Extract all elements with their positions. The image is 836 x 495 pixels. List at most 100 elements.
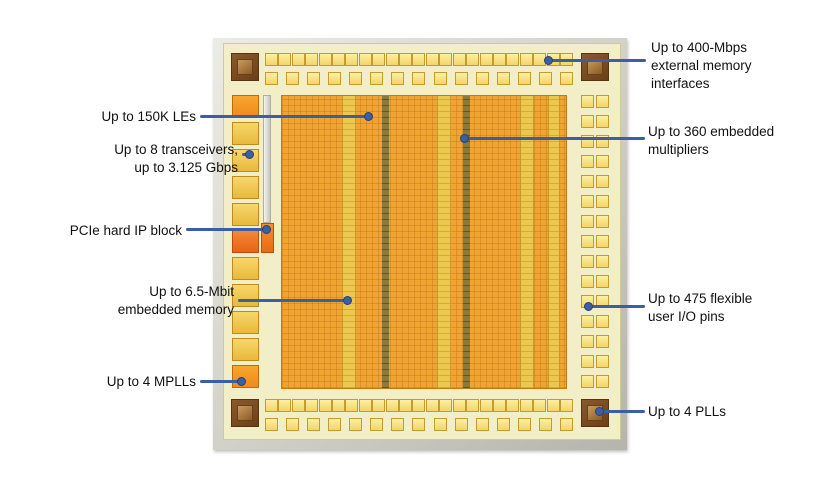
io-pad: [475, 418, 489, 431]
io-pad: [452, 53, 466, 66]
io-pad: [596, 215, 609, 228]
io-pad: [466, 53, 480, 66]
io-pad: [559, 399, 573, 412]
io-pad: [278, 399, 292, 412]
transceiver-column: [232, 95, 259, 388]
io-pad: [439, 399, 453, 412]
io-pad: [596, 335, 609, 348]
multiplier-stripe: [463, 96, 470, 388]
io-pad: [265, 53, 278, 66]
callout-io-pins-dot: [584, 302, 593, 311]
io-pad: [581, 355, 594, 368]
callout-embedded-memory-dot: [343, 296, 352, 305]
callout-multipliers-line: [468, 137, 645, 140]
io-pad: [291, 53, 305, 66]
io-pad: [412, 399, 426, 412]
callout-pcie-dot: [262, 225, 271, 234]
callout-plls: Up to 4 PLLs: [648, 403, 726, 421]
io-pad: [559, 418, 573, 431]
callout-mplls-label: Up to 4 MPLLs: [106, 374, 196, 389]
io-pad: [596, 235, 609, 248]
callout-embedded-memory-label: Up to 6.5-Mbit embedded memory: [117, 284, 234, 317]
io-pad: [391, 418, 405, 431]
io-pad: [517, 418, 531, 431]
corner-pll-block: [231, 399, 259, 427]
io-pad: [307, 72, 321, 85]
memory-stripe: [520, 96, 534, 388]
io-pad: [581, 215, 594, 228]
callout-external-memory-line: [551, 59, 646, 62]
io-pad: [519, 399, 533, 412]
callout-les-label: Up to 150K LEs: [101, 109, 196, 124]
io-pad: [399, 53, 413, 66]
io-pad: [492, 53, 506, 66]
callout-external-memory-dot: [544, 56, 553, 65]
io-pad: [349, 418, 363, 431]
io-pad: [265, 399, 278, 412]
io-pad: [412, 53, 426, 66]
corner-pll-block: [581, 53, 609, 81]
io-pad: [479, 399, 493, 412]
io-pad: [581, 95, 594, 108]
io-pad: [286, 72, 300, 85]
callout-embedded-memory: Up to 6.5-Mbit embedded memory: [118, 283, 234, 319]
io-pad: [439, 53, 453, 66]
io-pad: [538, 418, 552, 431]
callout-mplls-line: [200, 380, 240, 383]
io-pad: [559, 72, 573, 85]
callout-io-pins-line: [592, 305, 645, 308]
io-pad: [466, 399, 480, 412]
corner-pll-inner: [237, 59, 253, 75]
io-pad: [596, 315, 609, 328]
corner-pll-inner: [237, 405, 253, 421]
callout-les-line: [200, 115, 368, 118]
io-pad: [372, 399, 386, 412]
io-pad: [307, 418, 321, 431]
io-pad: [372, 53, 386, 66]
io-pad: [318, 399, 332, 412]
transceiver-block: [232, 284, 259, 307]
io-pad: [328, 72, 342, 85]
io-pad: [433, 418, 447, 431]
io-pad: [454, 418, 468, 431]
callout-plls-dot: [595, 407, 604, 416]
io-pad: [581, 375, 594, 388]
io-pad: [358, 53, 372, 66]
callout-transceivers-label: Up to 8 transceivers, up to 3.125 Gbps: [114, 142, 238, 175]
callout-multipliers-dot: [460, 134, 469, 143]
io-pad: [278, 53, 292, 66]
io-pad: [596, 95, 609, 108]
io-pad: [506, 399, 520, 412]
core-fabric: [281, 95, 567, 389]
io-pad: [305, 53, 319, 66]
callout-plls-line: [602, 410, 645, 413]
callout-les-dot: [364, 112, 373, 121]
io-pad: [291, 399, 305, 412]
io-pad: [391, 72, 405, 85]
io-pad: [345, 399, 359, 412]
io-pad: [596, 255, 609, 268]
io-pad: [332, 399, 346, 412]
transceiver-block: [232, 338, 259, 361]
callout-external-memory-label: Up to 400-Mbps external memory interface…: [651, 40, 752, 91]
callout-io-pins: Up to 475 flexible user I/O pins: [648, 290, 752, 326]
callout-mplls: Up to 4 MPLLs: [107, 373, 196, 391]
io-pad: [533, 399, 547, 412]
io-pad: [318, 53, 332, 66]
io-pad: [425, 399, 439, 412]
transceiver-block: [232, 257, 259, 280]
io-pad: [265, 418, 278, 431]
callout-embedded-memory-line: [238, 299, 346, 302]
memory-stripe: [342, 96, 356, 388]
corner-pll-block: [231, 53, 259, 81]
io-pad: [506, 53, 520, 66]
io-pad-row-top: [265, 53, 573, 85]
io-pad: [519, 53, 533, 66]
callout-pcie-label: PCIe hard IP block: [69, 223, 182, 238]
io-pad: [581, 315, 594, 328]
transceiver-block: [232, 230, 259, 253]
io-pad: [496, 418, 510, 431]
callout-multipliers-label: Up to 360 embedded multipliers: [648, 124, 775, 157]
io-pad: [332, 53, 346, 66]
